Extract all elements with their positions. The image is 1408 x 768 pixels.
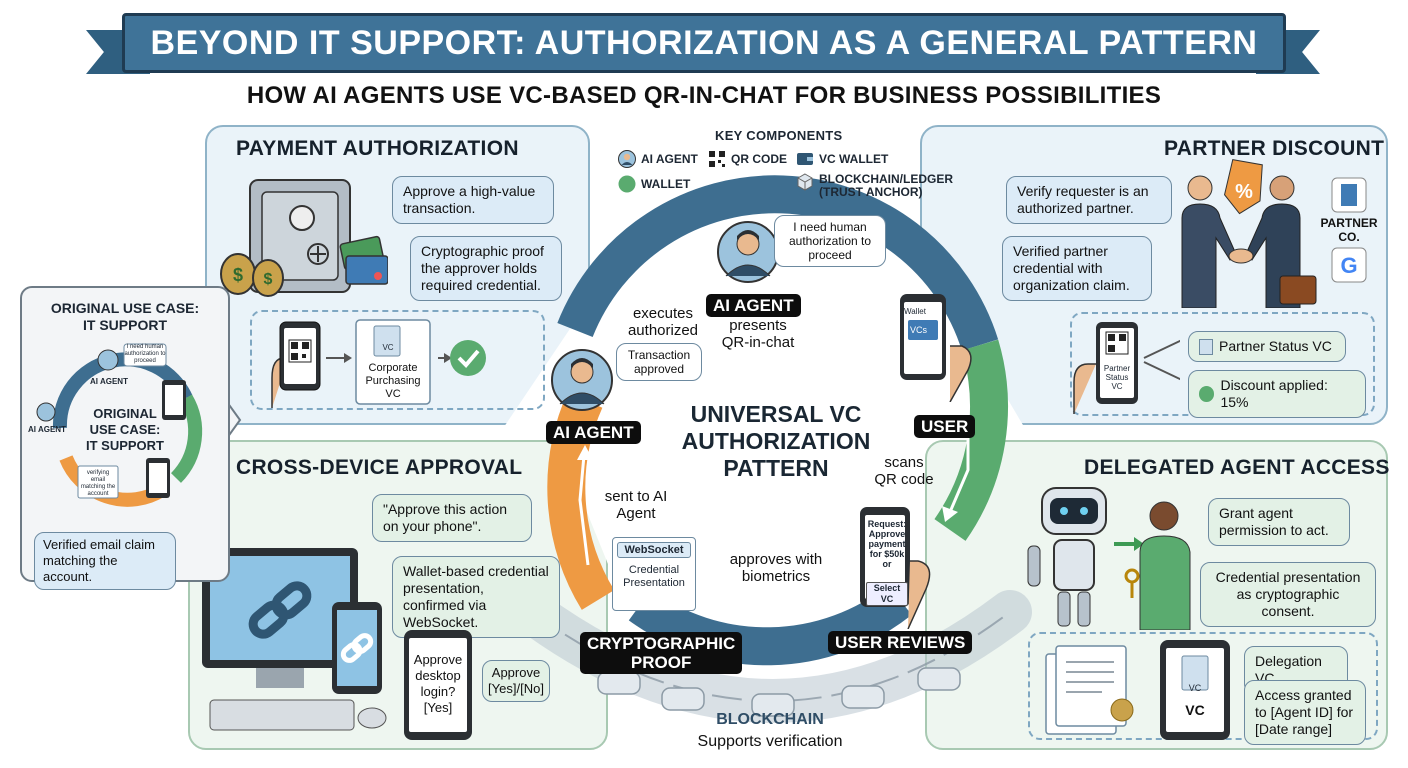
select-vc-button[interactable]: Select VC xyxy=(866,582,908,606)
page-title: BEYOND IT SUPPORT: AUTHORIZATION AS A GE… xyxy=(150,23,1258,62)
websocket-label: WebSocket xyxy=(617,542,691,558)
payment-callout-proof: Cryptographic proof the approver holds r… xyxy=(410,236,562,301)
supports-verification-label: Supports verification xyxy=(697,733,843,750)
original-verified-email: Verified email claim matching the accoun… xyxy=(34,532,176,590)
svg-text:$: $ xyxy=(233,265,243,285)
desktop-illustration xyxy=(202,548,387,731)
handshake-illustration: % xyxy=(1181,159,1317,308)
payment-flow-illustration xyxy=(271,319,486,408)
partner-callout-credential: Verified partner credential with organiz… xyxy=(1002,236,1152,301)
safe-icon: $ $ xyxy=(220,179,388,297)
partner-phone-label: Partner Status VC xyxy=(1103,364,1131,391)
delegation-documents-illustration xyxy=(1045,640,1230,740)
cross-approve-options: Approve [Yes]/[No] xyxy=(482,660,550,702)
agent-icon xyxy=(618,150,636,168)
phone-request-text: Request: Approve payment for $50k or xyxy=(867,519,907,569)
agent-speech-need: I need human authorization to proceed xyxy=(774,215,886,267)
partner-discount-applied: Discount applied: 15% xyxy=(1188,370,1366,418)
wallet-icon xyxy=(618,175,636,193)
page-subtitle: HOW AI AGENTS USE VC-BASED QR-IN-CHAT FO… xyxy=(246,82,1162,109)
discount-icon xyxy=(1199,386,1215,402)
svg-text:$: $ xyxy=(264,271,273,288)
credential-presentation-card: WebSocket Credential Presentation xyxy=(612,537,696,611)
tablet-illustration xyxy=(332,602,382,694)
ai-agent-label-left: AI AGENT xyxy=(546,421,641,444)
partner-status-vc: Partner Status VC xyxy=(1188,331,1346,362)
original-mini-speech: I need human authorization to proceed xyxy=(124,344,166,364)
qr-code-icon xyxy=(709,151,725,167)
transaction-approved-bubble: Transaction approved xyxy=(616,343,702,381)
partner-callout-verify: Verify requester is an authorized partne… xyxy=(1006,176,1172,224)
flow-approves: approves with biometrics xyxy=(729,551,823,585)
payment-title: PAYMENT AUTHORIZATION xyxy=(236,137,519,160)
user-reviews-label: USER REVIEWS xyxy=(828,631,973,654)
flow-scans: scans QR code xyxy=(874,454,934,488)
flow-executes: executes authorized xyxy=(627,305,699,339)
legend-ai-agent: AI AGENT xyxy=(618,150,698,168)
cube-icon xyxy=(797,173,813,191)
ai-agent-label-top: AI AGENT xyxy=(706,294,801,317)
user-wallet-phone xyxy=(900,294,972,402)
vc-document-icon xyxy=(1199,338,1213,355)
legend-blockchain: BLOCKCHAIN/LEDGER(TRUST ANCHOR) xyxy=(796,173,953,199)
delegated-title: DELEGATED AGENT ACCESS xyxy=(1084,456,1390,479)
cross-callout-approve: "Approve this action on your phone". xyxy=(372,494,532,542)
robot-and-person-illustration xyxy=(1027,487,1191,630)
legend-title: KEY COMPONENTS xyxy=(715,128,843,143)
partner-title: PARTNER DISCOUNT xyxy=(1164,137,1385,160)
center-title: UNIVERSAL VC AUTHORIZATION PATTERN xyxy=(681,401,871,481)
payment-vc-badge: VC xyxy=(382,343,394,352)
original-center-label: ORIGINAL USE CASE: IT SUPPORT xyxy=(85,406,164,453)
vcs-screen-label: VCs xyxy=(910,325,928,335)
original-mini-doc: verifying email matching the account xyxy=(80,470,116,497)
payment-flow-box xyxy=(250,310,545,410)
cryptographic-proof-label: CRYPTOGRAPHIC PROOF xyxy=(580,632,743,674)
user-label: USER xyxy=(914,415,976,438)
svg-text:G: G xyxy=(1340,253,1357,278)
original-use-case-box: ORIGINAL USE CASE: IT SUPPORT I need hum… xyxy=(20,286,230,590)
partner-phone-illustration xyxy=(1073,322,1180,414)
legend-vc-wallet: VC WALLET xyxy=(796,150,888,168)
delegated-vc-label: VC xyxy=(1185,702,1205,718)
svg-text:%: % xyxy=(1235,181,1253,203)
title-banner: BEYOND IT SUPPORT: AUTHORIZATION AS A GE… xyxy=(122,13,1286,73)
partner-co-label: PARTNER CO. xyxy=(1320,216,1378,244)
delegated-callout-grant: Grant agent permission to act. xyxy=(1208,498,1350,546)
ai-agent-avatar-left xyxy=(551,349,613,411)
delegated-access-granted: Access granted to [Agent ID] for [Date r… xyxy=(1244,680,1366,745)
delegated-vc-badge: VC xyxy=(1188,683,1202,693)
blockchain-label: BLOCKCHAIN xyxy=(716,711,824,728)
flow-sent-to: sent to AI Agent xyxy=(604,488,668,522)
original-mini-agent-top: AI AGENT xyxy=(90,377,128,386)
ai-agent-avatar-top xyxy=(717,221,779,283)
partner-logos: G xyxy=(1331,177,1367,283)
legend-qr-code: QR CODE xyxy=(708,150,787,168)
cross-title: CROSS-DEVICE APPROVAL xyxy=(236,456,523,479)
original-mini-agent-left: AI AGENT xyxy=(28,425,66,434)
vc-wallet-icon xyxy=(797,153,813,165)
wallet-screen-label: Wallet xyxy=(904,307,926,316)
cross-phone-text: Approve desktop login? [Yes] xyxy=(413,652,463,715)
original-title: ORIGINAL USE CASE: IT SUPPORT xyxy=(50,300,200,333)
phone-approve-illustration xyxy=(404,630,472,740)
credential-presentation-label: Credential Presentation xyxy=(623,564,685,589)
legend-wallet: WALLET xyxy=(618,175,690,193)
payment-callout-approve: Approve a high-value transaction. xyxy=(392,176,554,224)
delegated-callout-consent: Credential presentation as cryptographic… xyxy=(1200,562,1376,627)
cross-callout-wallet: Wallet-based credential presentation, co… xyxy=(392,556,560,638)
original-mini-ring xyxy=(36,343,203,507)
flow-presents: presents QR-in-chat xyxy=(721,317,795,351)
payment-vc-card-label: Corporate Purchasing VC xyxy=(365,362,421,400)
